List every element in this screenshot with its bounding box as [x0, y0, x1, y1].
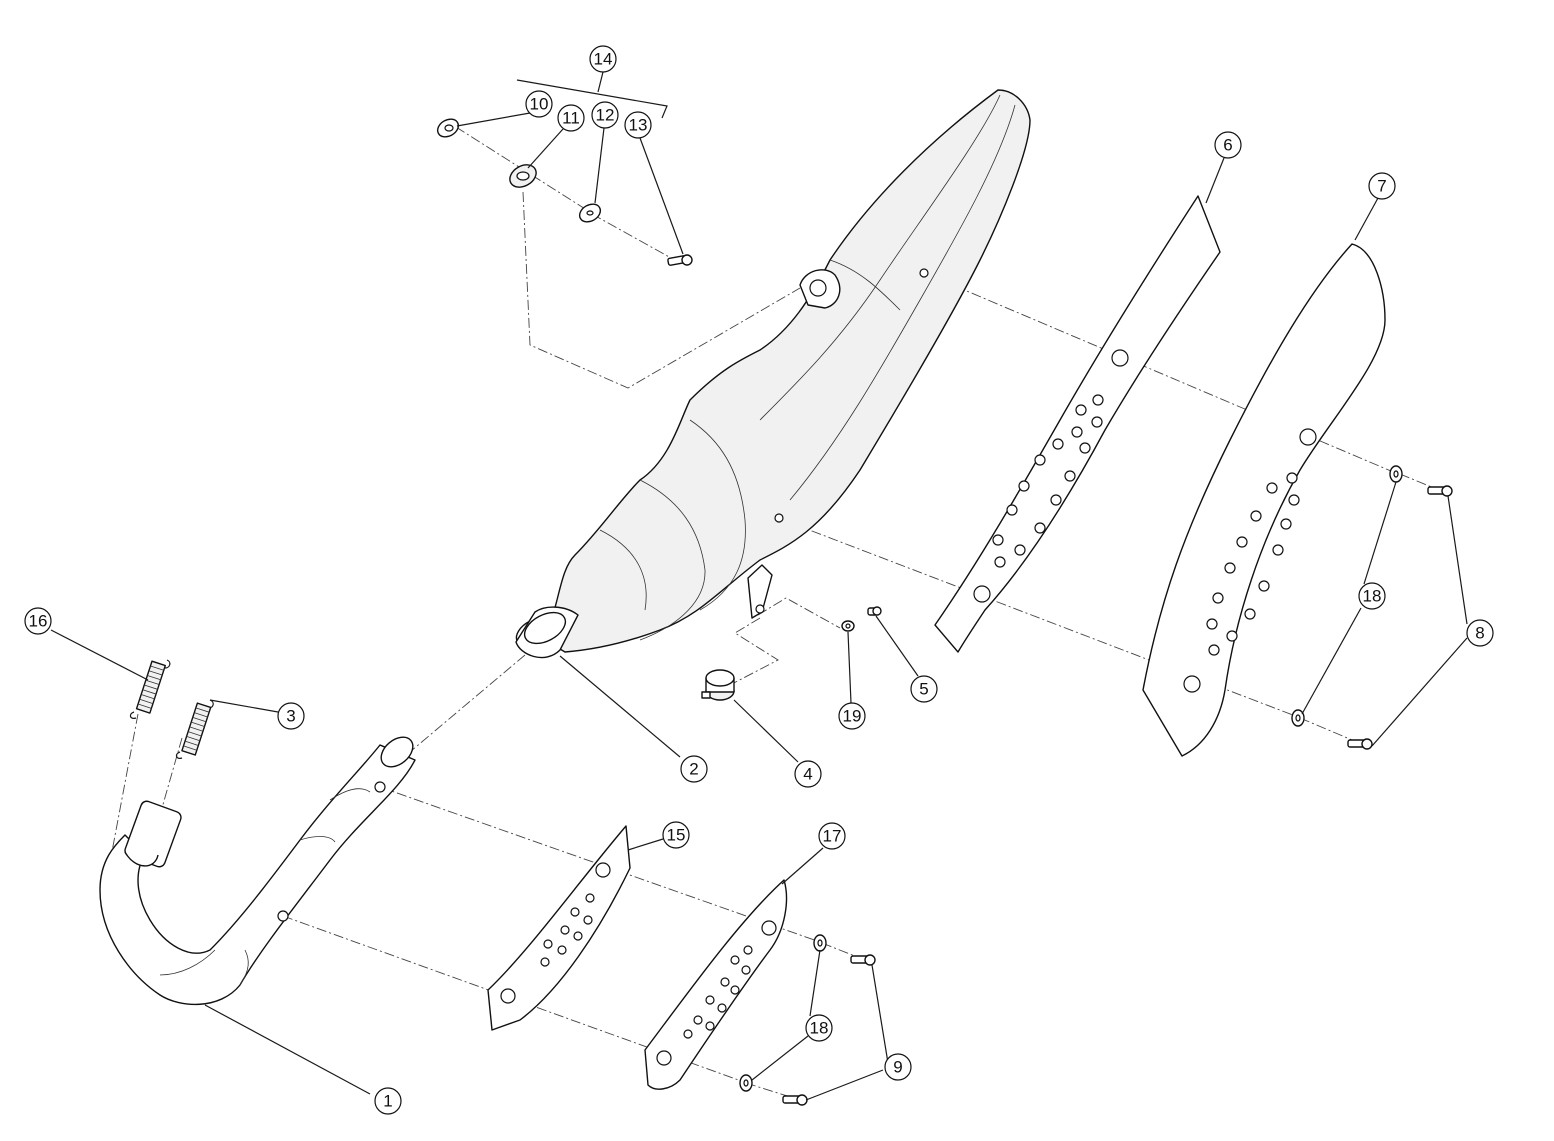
- heat-shield-inner: [934, 195, 1221, 653]
- callout-label: 6: [1223, 136, 1232, 155]
- callout-5: 5: [910, 675, 938, 703]
- washer-18-lower: [1291, 709, 1305, 727]
- callout-16: 16: [24, 607, 52, 635]
- callout-4: 4: [794, 760, 822, 788]
- callout-label: 10: [530, 95, 549, 114]
- callout-label: 3: [286, 707, 295, 726]
- callout-12: 12: [591, 101, 619, 129]
- callout-3: 3: [277, 702, 305, 730]
- callout-label: 4: [803, 765, 812, 784]
- washer-18-upper: [1389, 465, 1403, 483]
- callout-label: 18: [810, 1019, 829, 1038]
- callout-18-upper: 18: [1358, 582, 1386, 610]
- outer-shield-vent-holes: [1206, 472, 1300, 656]
- bolt-13: [667, 254, 693, 266]
- callout-17: 17: [818, 822, 846, 850]
- callout-label: 14: [594, 50, 613, 69]
- callout-label: 17: [823, 827, 842, 846]
- rubber-mount-4: [701, 669, 735, 701]
- callout-6: 6: [1214, 131, 1242, 159]
- callout-11: 11: [557, 104, 585, 132]
- callout-14: 14: [589, 45, 617, 73]
- callout-label: 18: [1363, 587, 1382, 606]
- bolt-5: [867, 606, 882, 616]
- bolt-8-lower: [1347, 738, 1373, 750]
- callout-label: 9: [893, 1058, 902, 1077]
- callout-label: 16: [29, 612, 48, 631]
- washer-19: [841, 620, 855, 632]
- callout-label: 5: [919, 680, 928, 699]
- callout-label: 19: [843, 707, 862, 726]
- callout-label: 13: [629, 116, 648, 135]
- spacer-washer-12: [578, 203, 602, 223]
- header-pipe: [99, 736, 416, 1005]
- callout-1: 1: [374, 1087, 402, 1115]
- heat-guard-outer: [644, 879, 788, 1090]
- leader-lines: [50, 71, 1468, 1101]
- shield-vent-holes: [992, 394, 1104, 568]
- callout-15: 15: [662, 821, 690, 849]
- callout-2: 2: [680, 755, 708, 783]
- callout-label: 7: [1377, 177, 1386, 196]
- callout-7: 7: [1368, 172, 1396, 200]
- bolt-9-upper: [850, 954, 876, 966]
- callout-label: 12: [596, 106, 615, 125]
- silencer: [515, 89, 1031, 659]
- callout-10: 10: [525, 90, 553, 118]
- callout-label: 1: [383, 1092, 392, 1111]
- callout-19: 19: [838, 702, 866, 730]
- callout-label: 11: [562, 109, 580, 128]
- washer-18-guard-lower: [739, 1074, 753, 1092]
- callout-label: 15: [667, 826, 686, 845]
- rubber-grommet-11: [509, 164, 537, 188]
- exhaust-spring-3: [175, 699, 214, 759]
- exhaust-spring-16: [129, 659, 171, 719]
- grommet-washer-10: [436, 118, 460, 138]
- callout-label: 8: [1475, 624, 1484, 643]
- washer-18-guard-upper: [813, 934, 827, 952]
- bolt-8-upper: [1427, 485, 1453, 497]
- heat-shield-outer: [1142, 243, 1386, 757]
- callout-8: 8: [1466, 619, 1494, 647]
- callout-9: 9: [884, 1053, 912, 1081]
- callout-label: 2: [689, 760, 698, 779]
- callout-13: 13: [624, 111, 652, 139]
- header-heat-guard: [487, 825, 631, 1031]
- bolt-9-lower: [782, 1094, 808, 1106]
- callout-18-lower: 18: [805, 1014, 833, 1042]
